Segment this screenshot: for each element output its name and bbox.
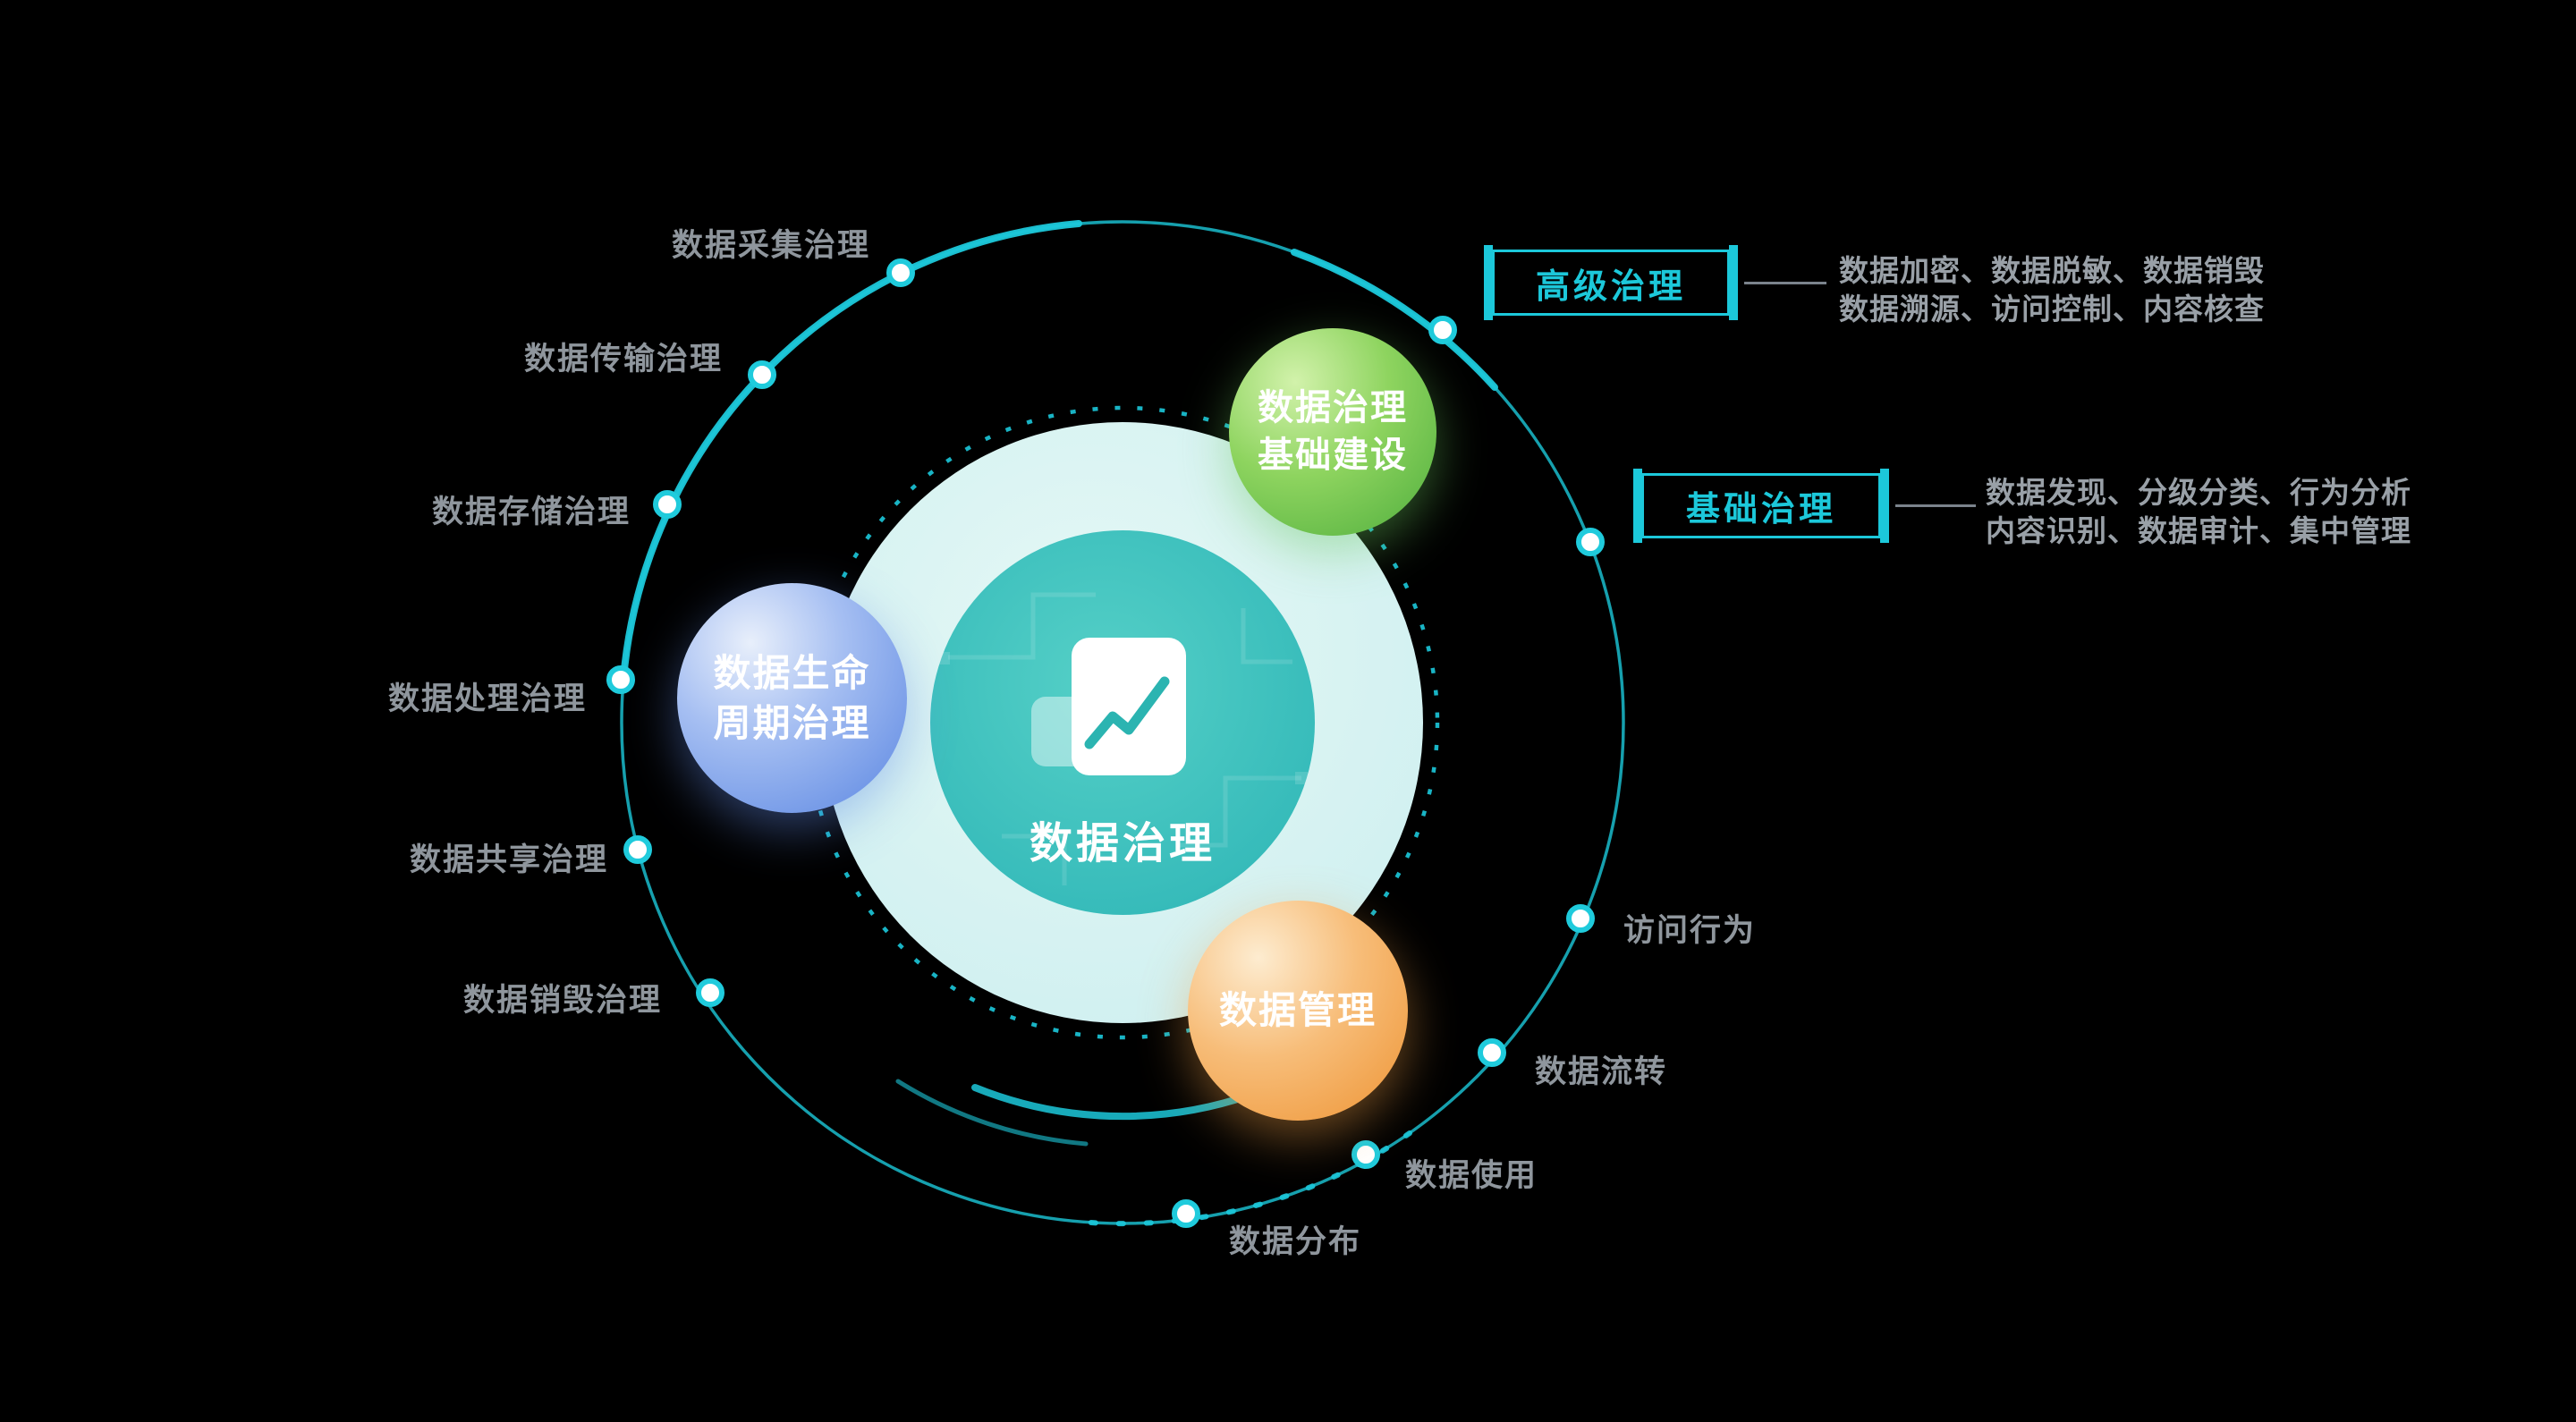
center-title: 数据治理 xyxy=(1029,820,1216,868)
callout-box-advanced-governance: 高级治理 xyxy=(1484,245,1738,320)
callout-desc-line: 数据加密、数据脱敏、数据销毁 xyxy=(1839,254,2265,287)
ring-label-storage: 数据存储治理 xyxy=(431,495,631,529)
ring-dot-basic xyxy=(1576,528,1605,556)
callout-title: 基础治理 xyxy=(1685,491,1836,529)
swoosh-arc-1 xyxy=(971,1084,1274,1121)
bubble-label: 数据生命 xyxy=(713,652,871,695)
bubble-label: 周期治理 xyxy=(713,701,871,744)
ring-dot-data-flow xyxy=(1478,1038,1506,1067)
callout-desc-line: 数据发现、分级分类、行为分析 xyxy=(1986,476,2411,509)
outer-ring-arc-bottom-dashed xyxy=(1076,1130,1412,1227)
ring-dot-storage xyxy=(653,490,682,519)
bubble-data-management: 数据管理 xyxy=(1188,901,1408,1121)
ring-label-data-usage: 数据使用 xyxy=(1405,1158,1538,1193)
ring-label-destroy: 数据销毁治理 xyxy=(462,983,662,1018)
callout-desc-basic: 数据发现、分级分类、行为分析 内容识别、数据审计、集中管理 xyxy=(1986,474,2411,551)
ring-dot-collect xyxy=(886,258,915,287)
ring-dot-advanced xyxy=(1428,316,1457,344)
bubble-label: 基础建设 xyxy=(1258,436,1408,475)
ring-label-access-behavior: 访问行为 xyxy=(1623,913,1757,948)
bubble-data-lifecycle: 数据生命 周期治理 xyxy=(677,583,907,813)
callout-connector-advanced xyxy=(1744,282,1826,284)
bubble-governance-foundation: 数据治理 基础建设 xyxy=(1229,328,1436,536)
ring-label-transfer: 数据传输治理 xyxy=(523,342,723,377)
ring-label-data-flow: 数据流转 xyxy=(1535,1054,1668,1089)
ring-dot-access-behavior xyxy=(1566,904,1595,933)
circuit-pattern xyxy=(937,592,1308,885)
callout-title: 高级治理 xyxy=(1535,267,1686,306)
ring-label-share: 数据共享治理 xyxy=(409,842,608,877)
callout-desc-advanced: 数据加密、数据脱敏、数据销毁 数据溯源、访问控制、内容核查 xyxy=(1839,252,2265,329)
bubble-label: 数据管理 xyxy=(1218,989,1377,1032)
callout-desc-line: 内容识别、数据审计、集中管理 xyxy=(1986,513,2411,547)
callout-box-basic-governance: 基础治理 xyxy=(1633,469,1889,543)
outer-ring-arc-topright xyxy=(1291,249,1498,391)
document-chart-icon xyxy=(1031,638,1186,775)
ring-dot-share xyxy=(623,835,652,864)
swoosh-arc-2 xyxy=(895,1079,1089,1147)
ring-dot-data-distribution xyxy=(1172,1199,1200,1228)
ring-label-data-distribution: 数据分布 xyxy=(1229,1224,1362,1259)
ring-label-process: 数据处理治理 xyxy=(387,681,587,716)
callout-desc-line: 数据溯源、访问控制、内容核查 xyxy=(1839,292,2265,326)
ring-label-collect: 数据采集治理 xyxy=(671,228,870,263)
ring-dot-process xyxy=(606,665,635,694)
ring-dot-data-usage xyxy=(1352,1140,1380,1169)
ring-dot-destroy xyxy=(696,978,724,1007)
bubble-label: 数据治理 xyxy=(1258,388,1408,428)
ring-dot-transfer xyxy=(748,360,776,389)
callout-connector-basic xyxy=(1895,504,1976,507)
